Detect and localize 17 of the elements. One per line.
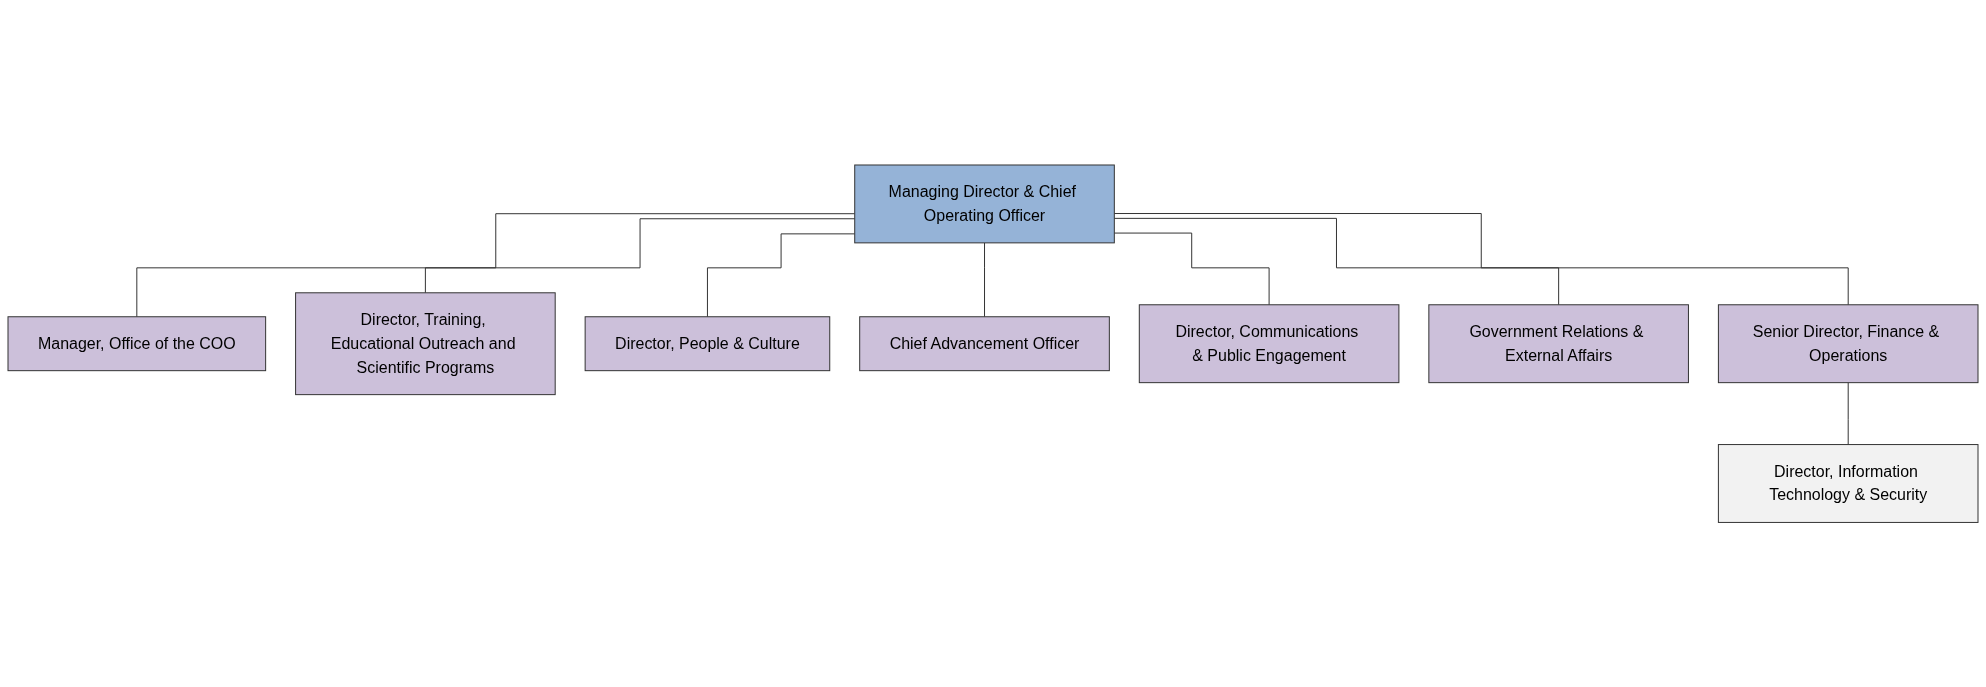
connector bbox=[1113, 212, 1849, 306]
connector bbox=[706, 233, 856, 318]
node-box: Chief Advancement Officer bbox=[859, 316, 1110, 371]
connector bbox=[136, 213, 856, 318]
connector bbox=[424, 218, 856, 294]
node-box: Director, Information Technology & Security bbox=[1717, 443, 1979, 523]
connector bbox=[1113, 217, 1560, 306]
connector bbox=[984, 242, 985, 318]
connector bbox=[1113, 232, 1270, 306]
node-box: Government Relations & External Affairs bbox=[1428, 304, 1689, 383]
node-box: Managing Director & Chief Operating Officer bbox=[854, 164, 1115, 244]
node-box: Director, Training, Educational Outreach and Scientific Programs bbox=[295, 292, 556, 395]
connector bbox=[1847, 381, 1849, 445]
node-box: Director, People & Culture bbox=[584, 316, 831, 371]
node-box: Manager, Office of the COO bbox=[7, 316, 267, 371]
node-box: Director, Communications & Public Engagement bbox=[1138, 304, 1400, 383]
node-box: Senior Director, Finance & Operations bbox=[1717, 304, 1979, 383]
